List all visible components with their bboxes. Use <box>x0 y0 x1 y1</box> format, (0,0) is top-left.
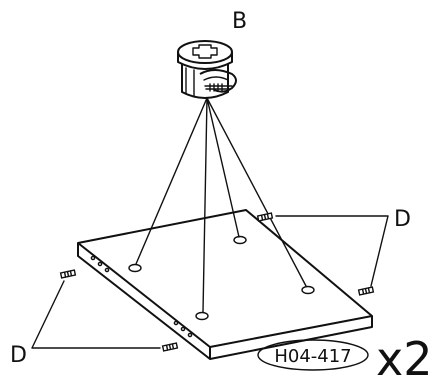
leader-lines <box>135 97 307 313</box>
cam-fitting-label: B <box>232 9 247 34</box>
wood-dowel-icon <box>59 212 375 352</box>
quantity-label: x2 <box>376 332 433 383</box>
dowel-leaders-left <box>31 280 161 349</box>
cam-lock-icon <box>177 40 237 99</box>
part-code-tag: H04-417 <box>257 339 369 371</box>
cam-holes <box>128 235 315 321</box>
part-code: H04-417 <box>274 346 351 367</box>
dowel-label-left: D <box>10 343 27 368</box>
dowel-leaders-right <box>275 215 389 287</box>
dowel-label-right: D <box>394 207 411 232</box>
panel-board <box>77 209 373 360</box>
